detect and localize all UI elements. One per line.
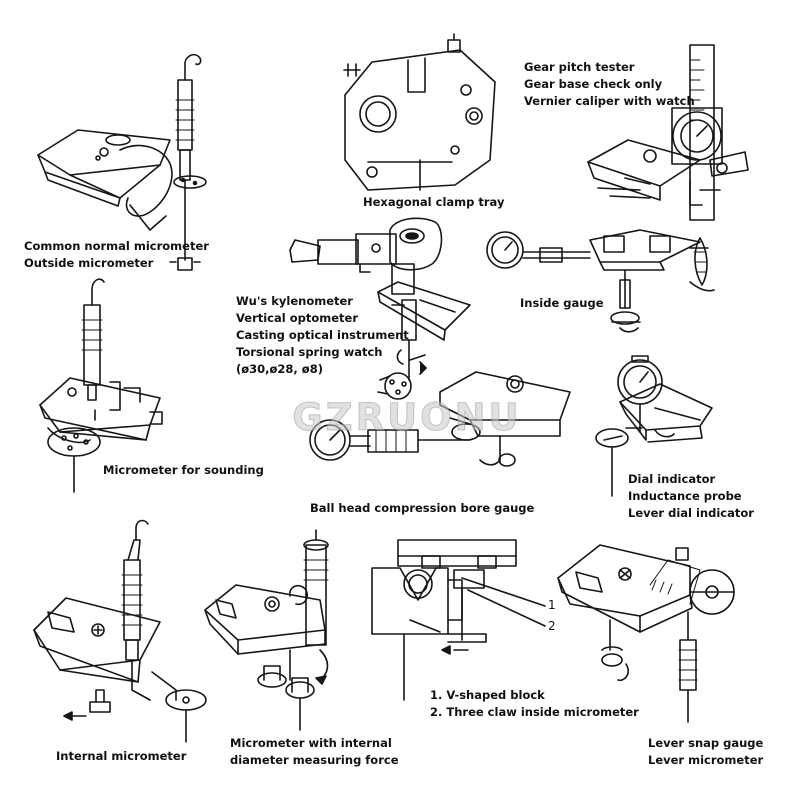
caption-hexagonal-clamp: Hexagonal clamp tray bbox=[363, 195, 505, 209]
internal-micrometer-illustration bbox=[33, 519, 207, 743]
inside-gauge-illustration bbox=[486, 229, 715, 333]
internal-force-micrometer-illustration bbox=[204, 529, 329, 731]
hexagonal-clamp-illustration bbox=[343, 33, 496, 191]
dial-indicator-illustration bbox=[595, 355, 713, 497]
sounding-micrometer-illustration bbox=[39, 278, 163, 493]
caption-inside-gauge: Inside gauge bbox=[520, 296, 604, 310]
v-block-illustration bbox=[371, 539, 546, 701]
caption-internal-micrometer: Internal micrometer bbox=[56, 749, 187, 763]
caption-ball-head-bore-gauge: Ball head compression bore gauge bbox=[310, 501, 535, 515]
caption-optometer: Wu's kylenometer Vertical optometer Cast… bbox=[236, 294, 409, 376]
callout-2: 2 bbox=[548, 619, 556, 633]
ball-head-bore-gauge-illustration bbox=[309, 371, 571, 467]
caption-lever-snap-gauge: Lever snap gauge Lever micrometer bbox=[648, 736, 764, 767]
micrometer-stand-illustration bbox=[37, 53, 207, 271]
caption-common-micrometer: Common normal micrometer Outside microme… bbox=[24, 239, 209, 270]
caption-gear-tools: Gear pitch tester Gear base check only V… bbox=[524, 60, 695, 108]
caption-v-block: 1. V-shaped block 2. Three claw inside m… bbox=[430, 688, 639, 719]
gear-pitch-tester-illustration bbox=[587, 44, 749, 221]
lever-snap-gauge-illustration bbox=[557, 544, 735, 723]
vertical-optometer-illustration bbox=[289, 217, 471, 400]
callout-1: 1 bbox=[548, 598, 556, 612]
caption-sounding-micrometer: Micrometer for sounding bbox=[103, 463, 264, 477]
caption-internal-force-micrometer: Micrometer with internal diameter measur… bbox=[230, 736, 399, 767]
caption-dial-indicator: Dial indicator Inductance probe Lever di… bbox=[628, 472, 754, 520]
